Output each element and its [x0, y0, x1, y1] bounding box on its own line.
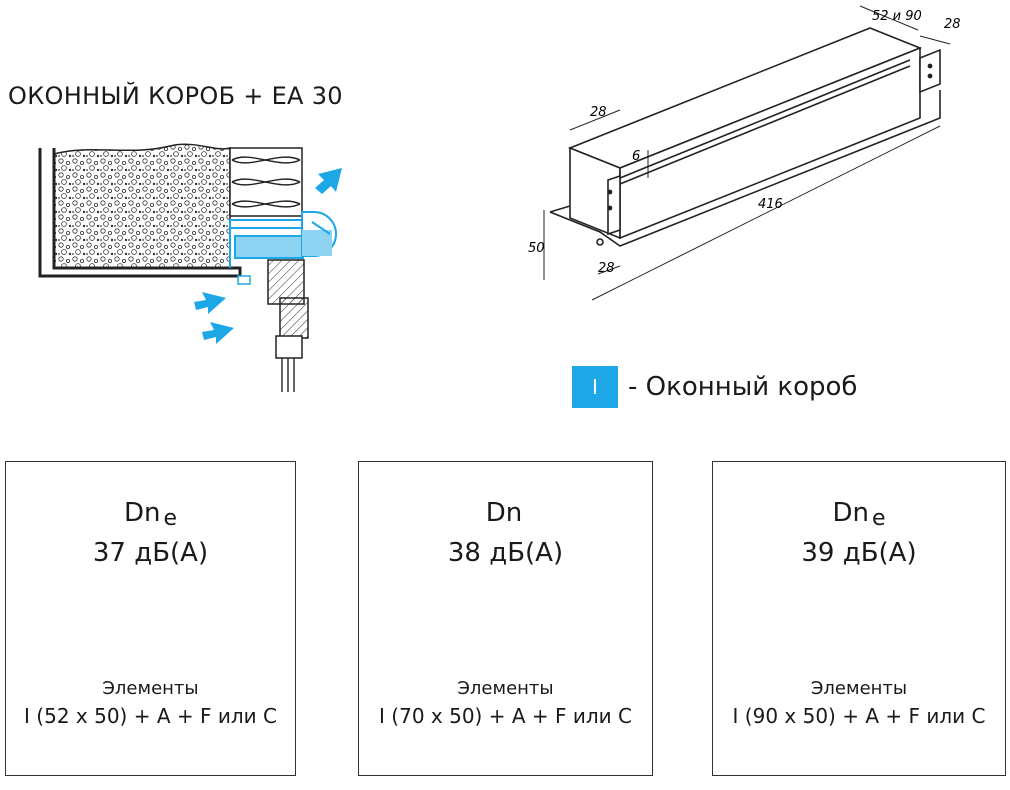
card-elements-value: I (70 x 50) + A + F или C [379, 704, 632, 728]
dim-left-top: 28 [590, 105, 607, 120]
card-dn: Dn [485, 498, 523, 528]
dim-top-flange: 28 [944, 17, 961, 32]
window-box-isometric-drawing: 52 и 90 28 28 6 416 50 28 [528, 5, 961, 301]
card-elements-label: Элементы [102, 678, 199, 699]
card-db: 37 дБ(A) [92, 538, 209, 568]
masonry-wall-icon [38, 143, 242, 278]
card-elements-label: Элементы [810, 678, 908, 699]
dim-height: 50 [528, 241, 545, 256]
page-title: ОКОННЫЙ КОРОБ + EA 30 [8, 82, 343, 110]
card-elements-label: Элементы [457, 678, 554, 699]
dim-top-width: 52 и 90 [872, 9, 922, 24]
dim-length: 416 [758, 197, 783, 212]
window-box-icon [229, 211, 337, 268]
airflow-arrow-icon [194, 168, 342, 344]
legend-swatch: I [572, 366, 618, 408]
window-frame-icon [237, 259, 309, 392]
window-section-drawing [38, 143, 342, 392]
card-elements-value: I (90 x 50) + A + F или C [732, 704, 986, 728]
dim-bottom: 28 [598, 261, 615, 276]
legend: I - Оконный короб [572, 366, 857, 408]
card-elements-value: I (52 x 50) + A + F или C [24, 704, 277, 728]
dim-slot: 6 [632, 149, 640, 164]
insulation-icon [229, 147, 303, 217]
card-70x50: Dn 38 дБ(A) Элементы I (70 x 50) + A + F… [358, 461, 653, 776]
card-db: 38 дБ(A) [447, 538, 564, 568]
card-db: 39 дБ(A) [801, 538, 917, 568]
legend-text: - Оконный короб [628, 372, 858, 402]
